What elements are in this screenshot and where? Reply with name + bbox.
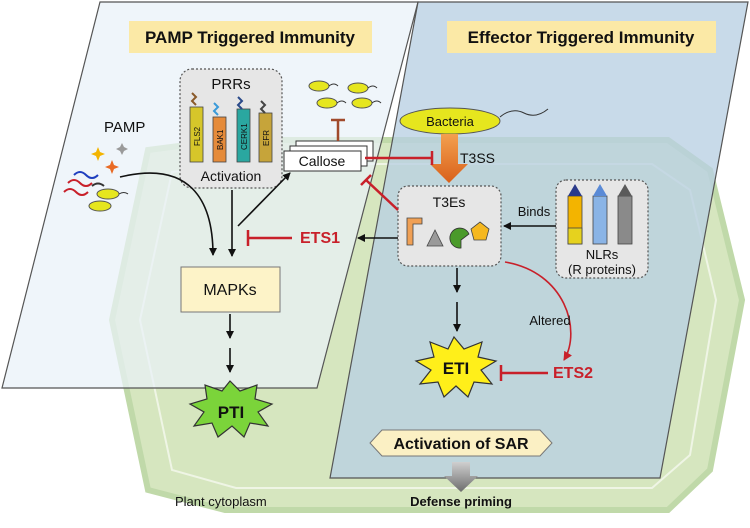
mapks-box [180, 266, 281, 313]
effector-shape-icons [406, 217, 490, 249]
callose-bacteria-icons [308, 80, 382, 109]
eti-burst [414, 335, 498, 399]
eti-title-box [447, 21, 716, 53]
pamp-bacteria-icons [88, 188, 129, 212]
t3ss-label: T3SS [460, 150, 495, 166]
pti-panel [1, 1, 419, 389]
callose-inhibit-bacteria [331, 118, 345, 141]
to-callose-arrow [237, 172, 291, 227]
callose-boxes [283, 140, 374, 172]
callose-inhibits-t3ss [365, 151, 434, 165]
sar-box [369, 429, 553, 457]
prrs-box [179, 68, 283, 189]
pamp-squiggle-icons [63, 171, 105, 196]
nlrs-sublabel: (R proteins) [568, 262, 636, 277]
altered-label: Altered [529, 313, 570, 328]
receptor-icons [189, 92, 273, 163]
plant-cytoplasm-label: Plant cytoplasm [175, 494, 267, 509]
pamp-star-icons [91, 143, 128, 174]
altered-arrow [504, 261, 572, 361]
pti-title-box [129, 21, 372, 53]
receptor-fls2-label: FLS2 [193, 126, 202, 146]
pamp-label: PAMP [104, 119, 145, 136]
ets2-label: ETS2 [553, 365, 593, 382]
eti-title: Effector Triggered Immunity [468, 28, 695, 47]
t3es-inhibits-callose [360, 174, 399, 211]
eti-label: ETI [443, 359, 469, 378]
t3es-box [397, 185, 502, 267]
mapks-label: MAPKs [203, 282, 256, 299]
activation-label: Activation [201, 168, 262, 184]
bacteria-flagellum-icon [499, 108, 549, 118]
ets1-inhibits-pathway [246, 230, 292, 246]
callose-label: Callose [299, 153, 346, 169]
prrs-label: PRRs [211, 76, 250, 93]
receptor-cerk1-label: CERK1 [240, 123, 249, 150]
sar-down-arrow [444, 462, 478, 492]
binds-label: Binds [518, 204, 551, 219]
t3es-label: T3Es [433, 194, 466, 210]
sar-label: Activation of SAR [393, 436, 529, 453]
pti-label: PTI [218, 403, 244, 422]
ets1-label: ETS1 [300, 230, 340, 247]
t3ss-arrow [430, 134, 468, 183]
pti-title: PAMP Triggered Immunity [145, 28, 356, 47]
defense-priming-label: Defense priming [410, 494, 512, 509]
nlr-protein-icons [567, 184, 633, 245]
bacteria-label: Bacteria [426, 114, 474, 129]
receptor-efr-label: EFR [262, 130, 271, 146]
ets2-inhibits-eti [499, 365, 548, 381]
nlrs-label: NLRs [586, 247, 619, 262]
receptor-bak1-label: BAK1 [216, 129, 225, 150]
pti-burst [188, 380, 274, 439]
pamp-to-mapks-arrow [119, 172, 217, 256]
